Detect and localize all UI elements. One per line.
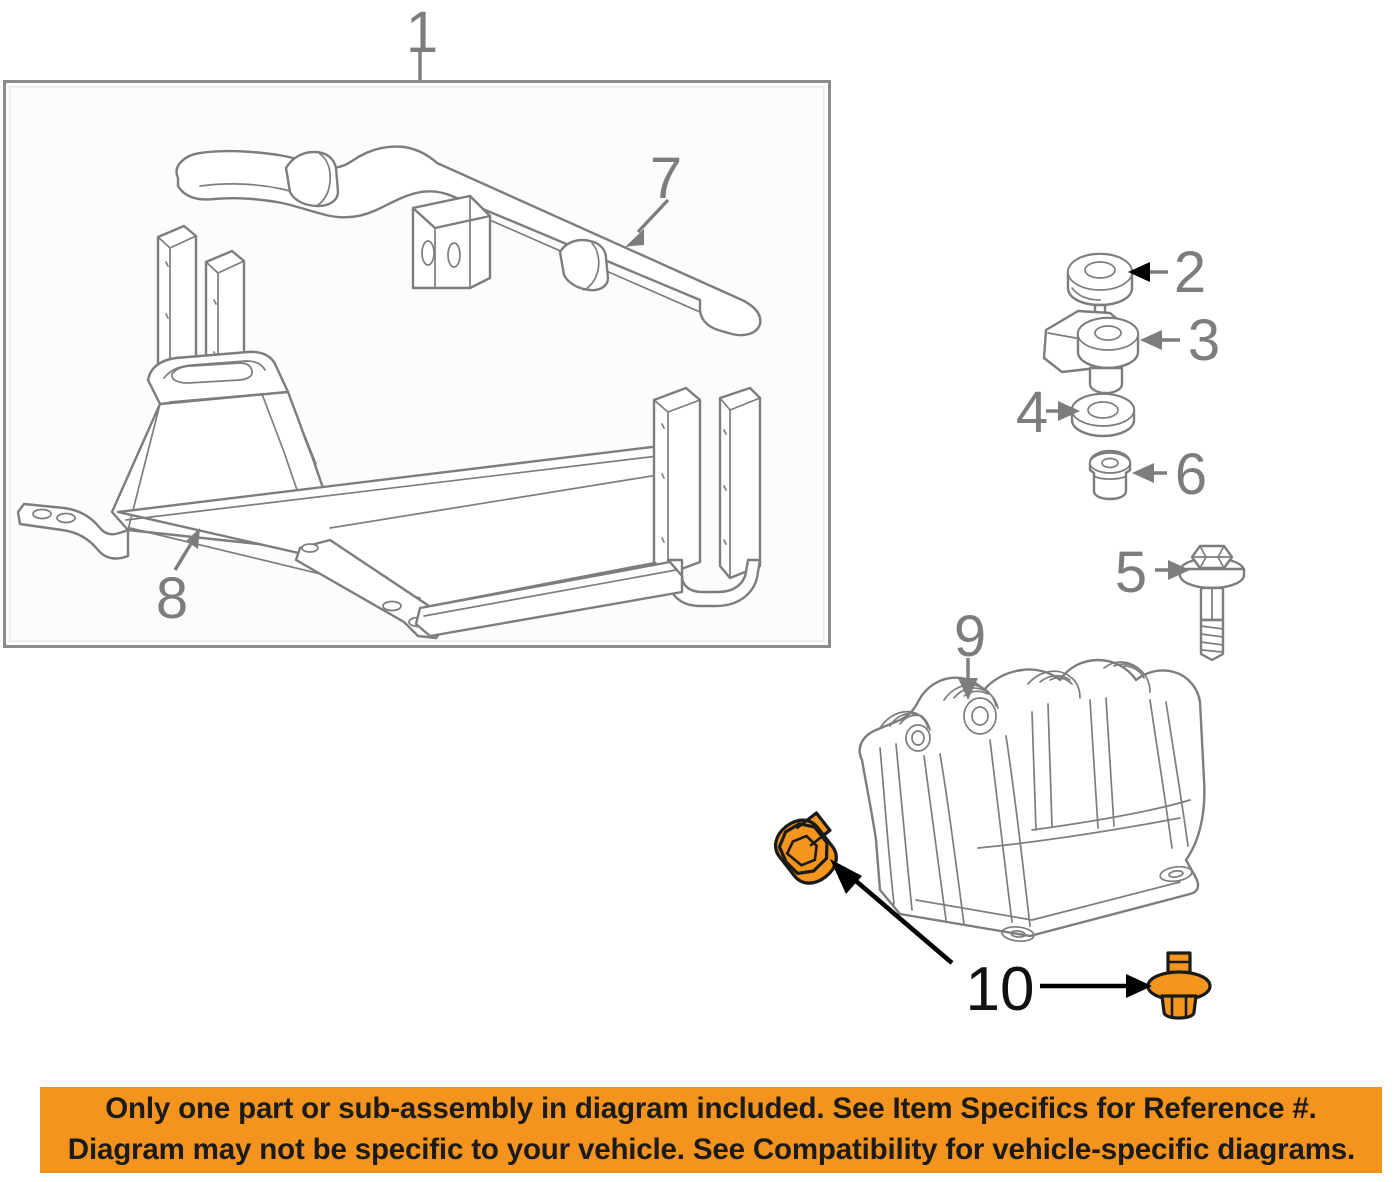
part-8-radiator-support [16,224,762,640]
callout-2-leader [1128,262,1168,282]
part-2-upper-insulator [1066,252,1134,320]
part-6-lower-grommet [1088,449,1132,501]
callout-5-leader [1155,560,1190,580]
part-9-splash-shield [858,658,1206,943]
callout-9-leader [958,658,978,700]
callout-6-leader [1132,463,1167,483]
part-10-bolt-angled [773,811,838,885]
disclaimer-line-2: Diagram may not be specific to your vehi… [67,1133,1355,1166]
callout-label-7: 7 [650,146,682,211]
callout-label-3: 3 [1188,308,1220,373]
disclaimer-line-1: Only one part or sub-assembly in diagram… [105,1092,1317,1125]
right-vertical-posts [652,386,762,580]
part-7-stabilizer-bar [175,145,762,337]
callout-label-4: 4 [1016,380,1048,445]
callout-4-leader [1046,401,1080,421]
callout-label-8: 8 [156,566,188,631]
callout-label-6: 6 [1175,442,1207,507]
callout-label-9: 9 [954,604,986,669]
callout-7-leader [625,198,670,247]
callout-8-leader [173,528,200,571]
callout-10-leader-left [830,859,954,965]
part-5-hex-bolt [1178,544,1246,662]
part-3-bracket-retainer [1042,309,1140,395]
callout-label-10: 10 [966,955,1035,1024]
part-10-bolt-vertical [1146,951,1212,1020]
callout-3-leader [1140,330,1180,350]
callout-10-leader-right [1040,974,1152,998]
callout-label-5: 5 [1115,540,1147,605]
callout-label-2: 2 [1174,240,1206,305]
part-4-washer [1070,392,1136,438]
sway-bar-bracket [411,194,492,290]
callout-label-1: 1 [406,0,438,65]
disclaimer-banner: Only one part or sub-assembly in diagram… [40,1087,1382,1173]
